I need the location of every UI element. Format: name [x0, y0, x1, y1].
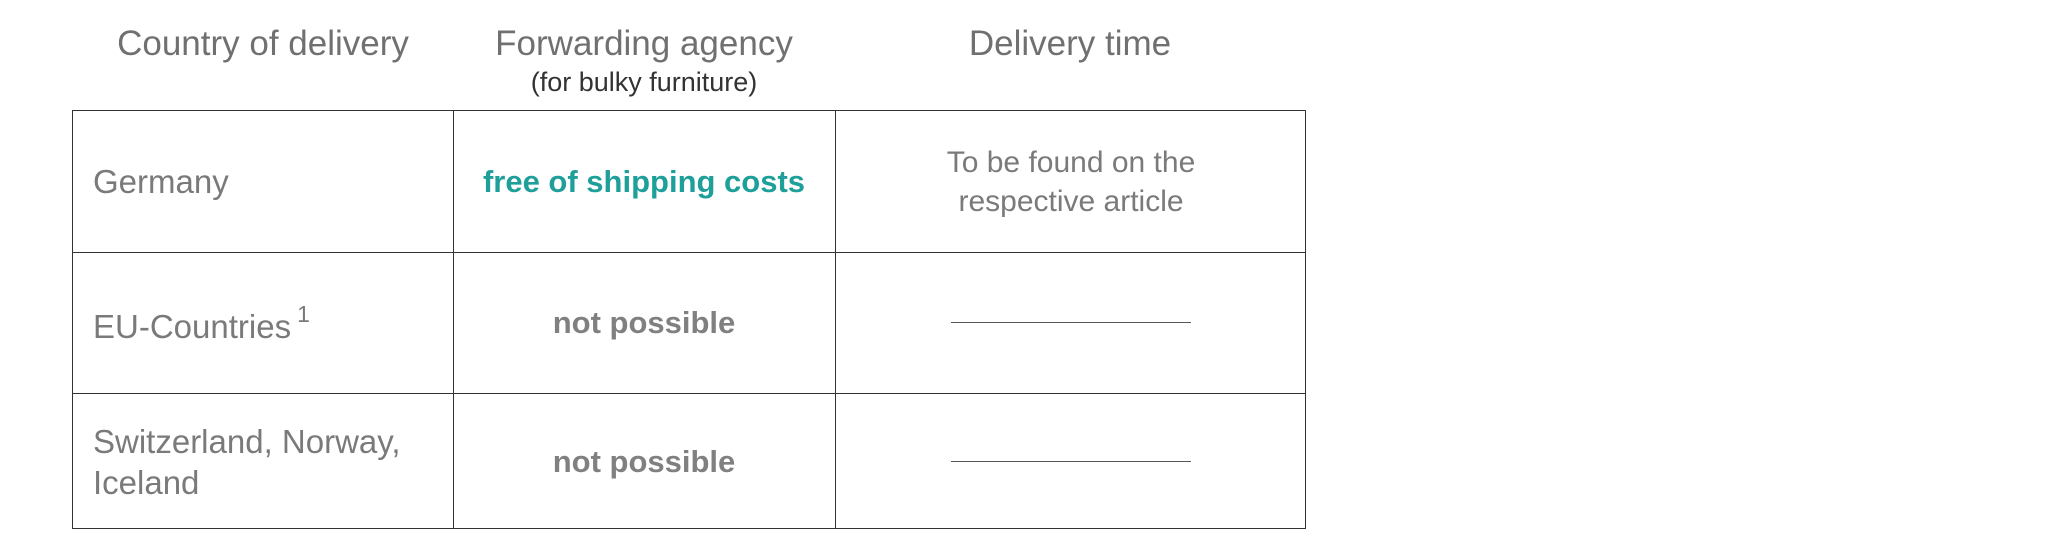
agency-free-shipping: free of shipping costs: [482, 163, 806, 199]
table-cell-agency: not possible: [453, 393, 835, 530]
table-cell-agency: free of shipping costs: [453, 111, 835, 252]
header-cell-country: Country of delivery: [73, 0, 453, 65]
table-cell-country: Germany: [73, 111, 453, 252]
delivery-time-text: To be found on the respective article: [946, 145, 1196, 218]
empty-dash: [951, 461, 1191, 462]
header-country-of-delivery: Country of delivery: [117, 24, 409, 63]
country-eu-label: EU-Countries: [93, 308, 292, 345]
table-cell-delivery: [835, 252, 1307, 393]
header-delivery-time: Delivery time: [968, 24, 1172, 63]
header-cell-forwarding-agency: Forwarding agency (for bulky furniture): [453, 0, 835, 97]
header-cell-delivery-time: Delivery time: [835, 0, 1305, 65]
row-divider: [73, 252, 1305, 253]
footnote-marker: 1: [297, 301, 310, 327]
agency-not-possible: not possible: [552, 304, 736, 340]
table-cell-delivery: To be found on the respective article: [835, 111, 1307, 252]
shipping-table: Germany free of shipping costs To be fou…: [72, 110, 1306, 529]
country-germany: Germany: [93, 163, 229, 200]
table-cell-delivery: [835, 393, 1307, 530]
table-header: Country of delivery Forwarding agency (f…: [73, 0, 1305, 110]
empty-dash: [951, 322, 1191, 323]
agency-not-possible: not possible: [552, 443, 736, 479]
column-divider: [453, 111, 454, 528]
row-divider: [73, 393, 1305, 394]
table-cell-country: Switzerland, Norway, Iceland: [73, 393, 453, 530]
header-forwarding-agency: Forwarding agency: [495, 24, 793, 63]
header-forwarding-agency-note: (for bulky furniture): [530, 67, 758, 97]
country-switzerland-norway-iceland: Switzerland, Norway, Iceland: [93, 422, 401, 501]
column-divider: [835, 111, 836, 528]
table-cell-agency: not possible: [453, 252, 835, 393]
